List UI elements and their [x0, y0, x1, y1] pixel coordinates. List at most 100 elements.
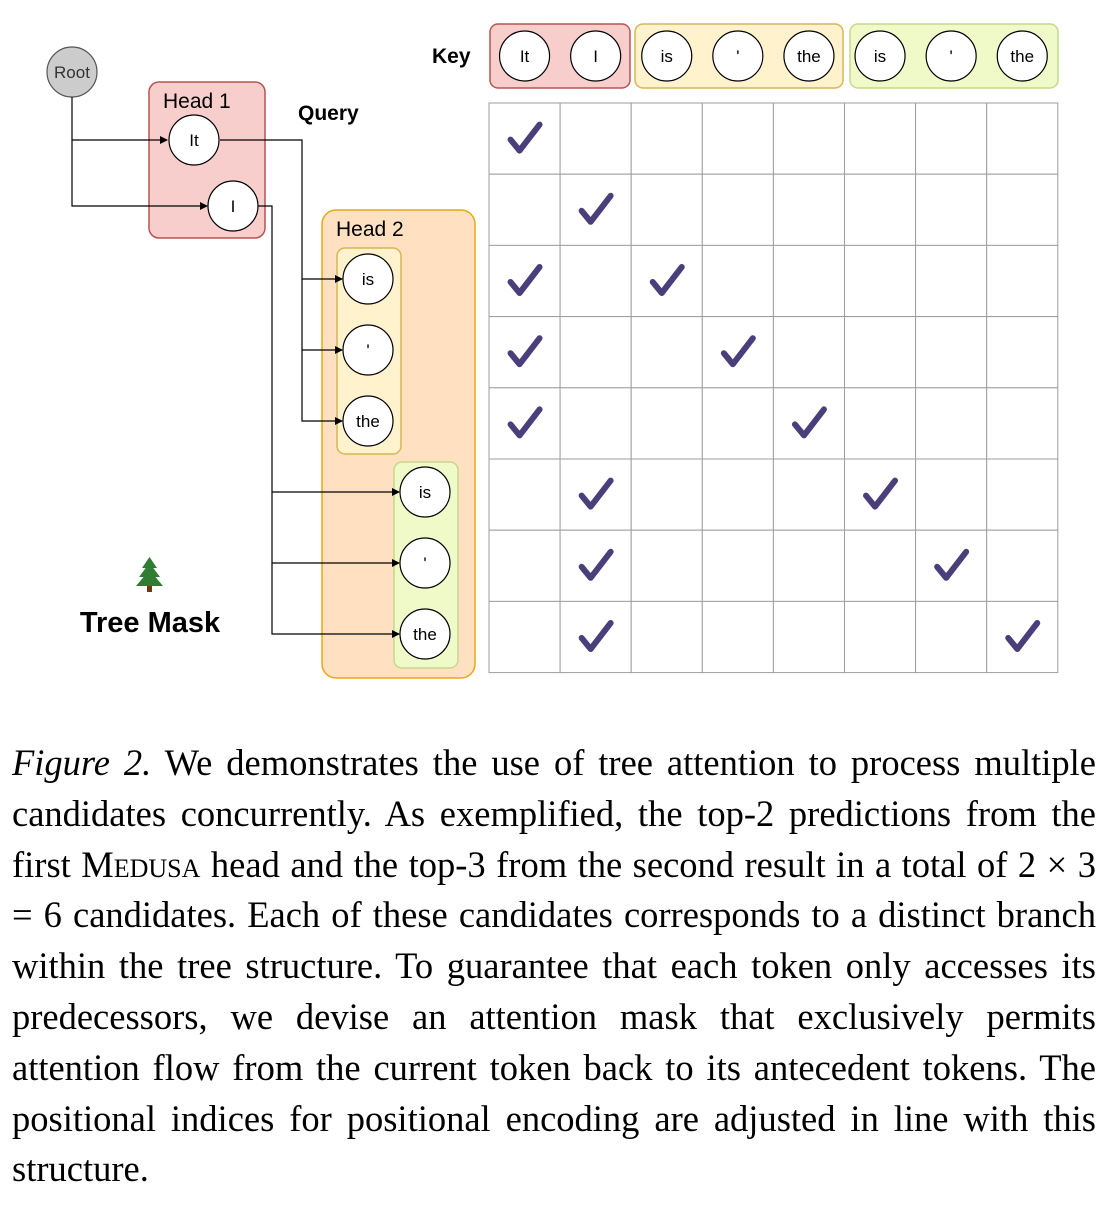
head1-token-it [168, 114, 220, 166]
mask-cell [772, 600, 846, 674]
head2a-token-is [342, 253, 394, 305]
head2b-token-is [399, 466, 451, 518]
mask-cell [701, 387, 774, 460]
key-token-label: ' [950, 47, 953, 66]
checkmark-icon [934, 548, 970, 581]
mask-cell [772, 244, 846, 318]
key-token-label: is [874, 47, 886, 66]
checkmark-icon [507, 335, 543, 368]
mask-cell [488, 173, 561, 246]
mask-cell [772, 173, 846, 246]
head2a-token-the [342, 395, 394, 447]
checkmark-icon [578, 548, 614, 581]
key-token-circle [641, 30, 693, 82]
checkmark-icon [791, 406, 827, 439]
mask-cell [915, 102, 988, 175]
tree-icon [136, 557, 163, 592]
mask-cell [986, 529, 1059, 602]
query-label: Query [298, 102, 359, 125]
key-token-circle [783, 30, 835, 82]
mask-cell [701, 316, 774, 389]
mask-cell [559, 600, 632, 674]
mask-cell [559, 173, 632, 246]
mask-cell [559, 529, 632, 602]
mask-cell [772, 387, 846, 460]
mask-cell [915, 529, 988, 602]
key-token-circle [854, 30, 906, 82]
tree-connectors [71, 97, 400, 638]
mask-cell [559, 244, 632, 318]
checkmark-icon [649, 264, 685, 296]
mask-cell [986, 600, 1059, 674]
caption-figure-label: Figure 2. [12, 742, 152, 783]
mask-cell [986, 102, 1059, 175]
checkmark-icon [1005, 620, 1041, 652]
mask-cell [915, 458, 988, 531]
mask-cell [559, 458, 632, 531]
checkmark-icon [578, 192, 614, 225]
head1-token-i [207, 180, 259, 232]
key-token-circle [996, 30, 1048, 82]
mask-cell [701, 173, 774, 246]
mask-cell [559, 387, 632, 460]
mask-cell [488, 102, 561, 175]
checkmark-icon [578, 477, 614, 510]
mask-cell [772, 529, 846, 602]
attention-mask-grid [488, 102, 1059, 674]
caption-text-part2: head and the top-3 from the second resul… [12, 843, 1097, 1190]
checkmark-icon [863, 477, 899, 510]
key-token-circle [712, 30, 764, 82]
mask-cell [559, 316, 632, 389]
head1-token-it-label: It [189, 131, 199, 150]
key-token-label: It [520, 47, 530, 66]
mask-cell [844, 458, 917, 531]
mask-cell [986, 387, 1059, 460]
key-token-label: the [797, 47, 821, 66]
mask-cell [559, 102, 632, 175]
key-token-label: the [1010, 47, 1034, 66]
checkmark-icon [720, 335, 756, 368]
head2a-token-apos-label: ' [366, 341, 369, 360]
mask-cell [915, 600, 988, 674]
mask-cell [772, 316, 846, 389]
mask-cell [630, 387, 703, 460]
head2b-token-apos-label: ' [423, 554, 426, 573]
mask-cell [630, 244, 703, 318]
key-token-label: ' [736, 47, 739, 66]
head2-title: Head 2 [336, 218, 404, 241]
mask-cell [701, 102, 774, 175]
mask-cell [630, 529, 703, 602]
mask-cell [630, 102, 703, 175]
tree-mask-label: Tree Mask [80, 607, 221, 639]
key-token-circle [570, 30, 622, 82]
key-token-circle [498, 30, 551, 82]
mask-cell [488, 387, 561, 460]
mask-cell [915, 387, 988, 460]
mask-cell [915, 316, 988, 389]
checkmark-icon [507, 121, 543, 154]
mask-cell [986, 458, 1059, 531]
key-label: Key [432, 45, 471, 68]
caption-medusa: Medusa [81, 843, 201, 885]
mask-cell [986, 244, 1059, 318]
key-token-label: I [593, 47, 598, 66]
head2a-token-apos [342, 324, 394, 376]
mask-cell [986, 316, 1059, 389]
mask-cell [630, 458, 703, 531]
caption-text-part1: We demonstrates the use of tree attentio… [12, 742, 1096, 885]
mask-cell [915, 244, 988, 318]
key-token-circle [925, 30, 977, 82]
head1-title: Head 1 [163, 90, 231, 113]
mask-cell [986, 173, 1059, 246]
mask-cell [630, 316, 703, 389]
head2a-token-the-label: the [356, 412, 380, 431]
mask-cell [630, 173, 703, 246]
mask-cell [488, 244, 561, 318]
mask-cell [488, 529, 561, 602]
root-label: Root [54, 63, 90, 82]
head2b-token-the-label: the [413, 625, 437, 644]
mask-cell [915, 173, 988, 246]
key-token-label: is [661, 47, 673, 66]
